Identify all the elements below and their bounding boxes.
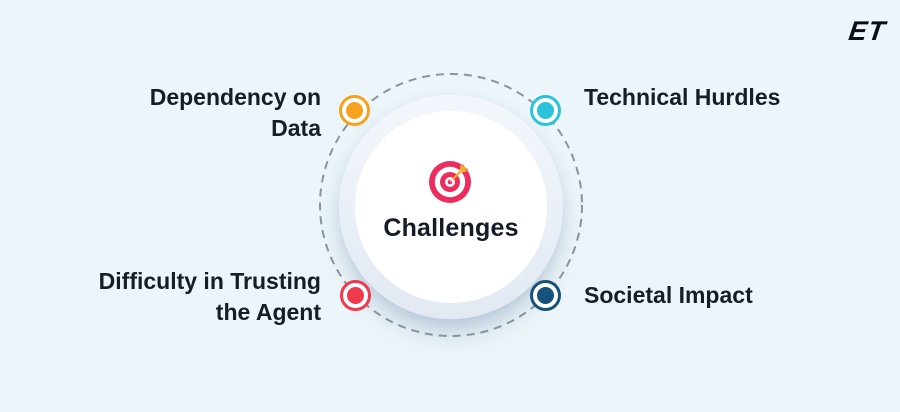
label-technical-hurdles: Technical Hurdles [584, 84, 781, 110]
center-circle: Challenges [339, 95, 563, 319]
node-dot [537, 287, 554, 304]
dart-flight-upper [459, 164, 468, 173]
dart-tip [450, 177, 455, 182]
dart-shaft [452, 170, 462, 180]
node-marker-societal-impact [530, 280, 561, 311]
center-label: Challenges [383, 214, 519, 242]
label-societal-impact: Societal Impact [584, 282, 753, 308]
orbit-circle [319, 73, 583, 337]
dashed-orbit-ring [319, 73, 583, 337]
dart-flight-lower [461, 163, 469, 171]
node-marker-dependency-on-data [339, 95, 370, 126]
node-marker-technical-hurdles [530, 95, 561, 126]
label-difficulty-trusting-agent: Difficulty in Trusting the Agent [98, 268, 321, 325]
node-dot [537, 102, 554, 119]
target-dart-icon [429, 161, 471, 203]
dart [450, 163, 469, 182]
node-dot [346, 102, 363, 119]
node-marker-difficulty-trusting-agent [340, 280, 371, 311]
node-dot [347, 287, 364, 304]
center-circle-inner: Challenges [355, 111, 547, 303]
label-dependency-on-data: Dependency on Data [149, 84, 321, 141]
brand-logo: ET [847, 16, 889, 46]
